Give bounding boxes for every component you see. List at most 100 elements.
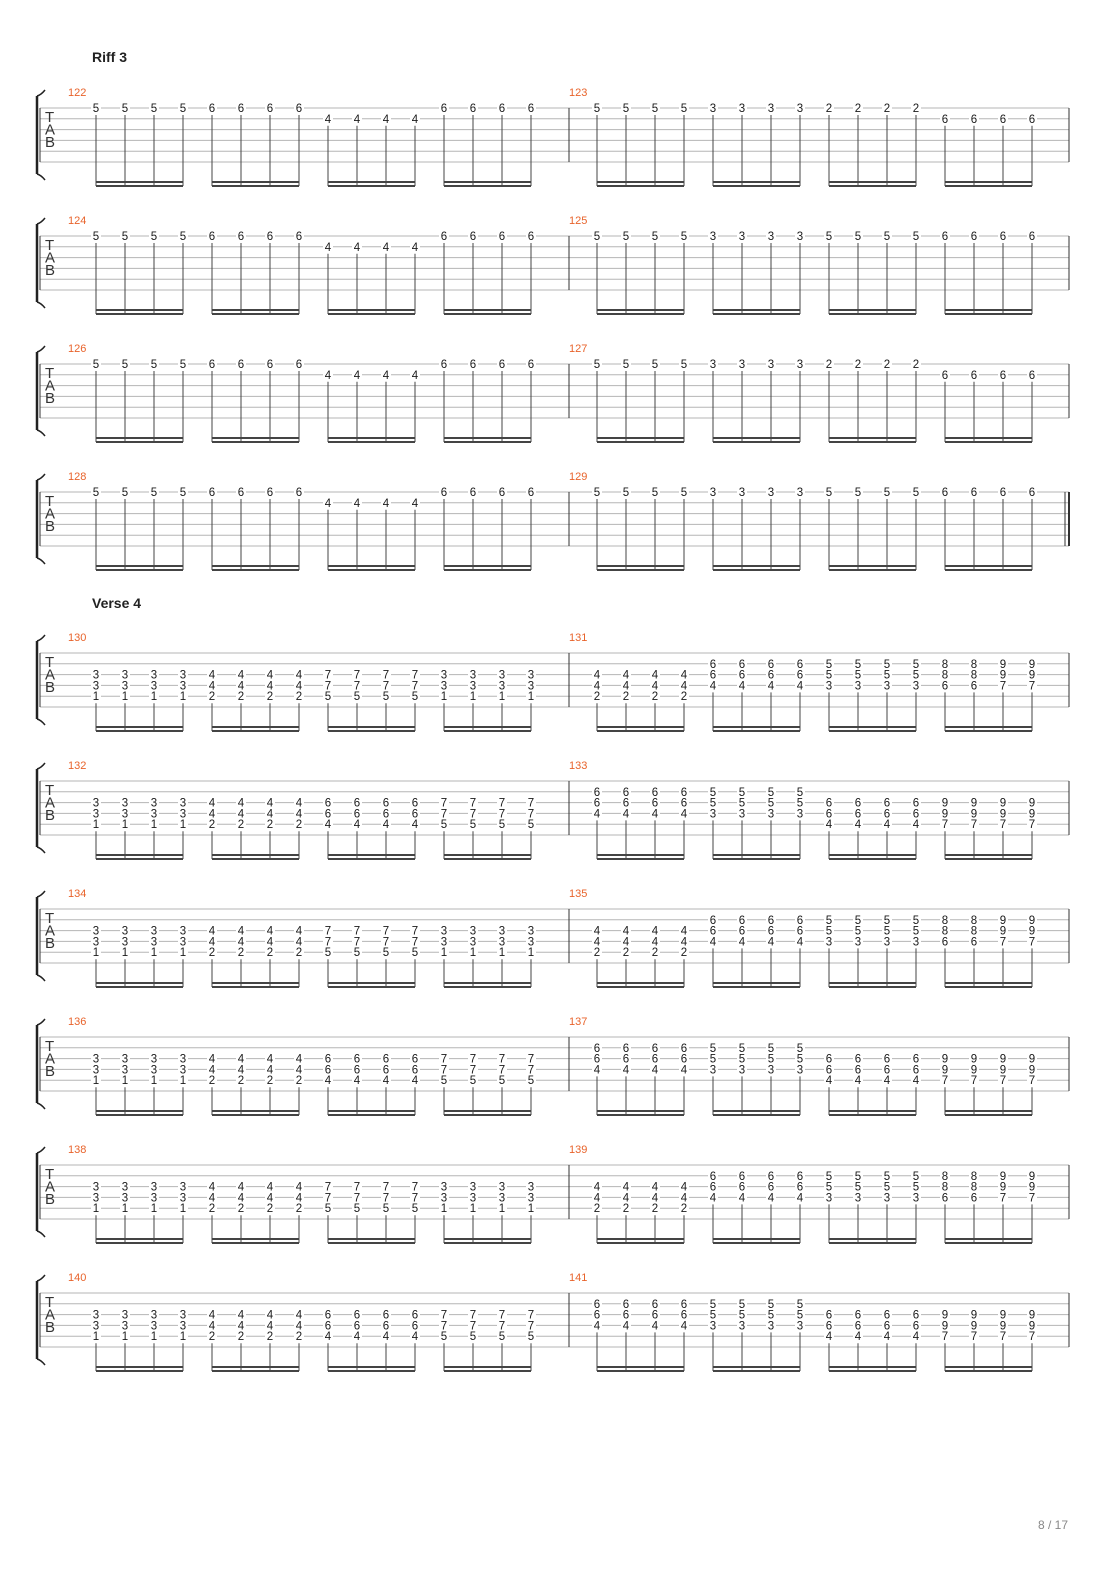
- fret-number: 3: [151, 798, 157, 810]
- fret-backing: [911, 913, 921, 925]
- fret-number: 5: [913, 659, 919, 671]
- fret-number: 6: [681, 798, 687, 810]
- fret-number: 4: [913, 1075, 920, 1087]
- fret-number: 6: [1000, 487, 1006, 499]
- fret-backing: [650, 1308, 660, 1320]
- fret-backing: [352, 1330, 362, 1342]
- fret-number: 6: [855, 798, 861, 810]
- fret-number: 1: [180, 1331, 186, 1343]
- fret-number: 4: [913, 1331, 920, 1343]
- fret-number: 3: [913, 936, 919, 948]
- fret-number: 5: [739, 1310, 745, 1322]
- fret-number: 7: [528, 1054, 534, 1066]
- fret-backing: [352, 1202, 362, 1214]
- fret-number: 3: [151, 1054, 157, 1066]
- fret-number: 4: [681, 670, 688, 682]
- fret-backing: [497, 1319, 507, 1331]
- fret-backing: [497, 796, 507, 808]
- fret-backing: [940, 1319, 950, 1331]
- fret-backing: [969, 924, 979, 936]
- fret-number: 2: [913, 359, 919, 371]
- fret-backing: [940, 1191, 950, 1203]
- fret-backing: [911, 1074, 921, 1086]
- fret-backing: [381, 1191, 391, 1203]
- fret-backing: [265, 1202, 275, 1214]
- fret-backing: [149, 1308, 159, 1320]
- fret-backing: [795, 807, 805, 819]
- fret-number: 3: [151, 1320, 157, 1332]
- fret-number: 7: [971, 1331, 977, 1343]
- fret-number: 1: [122, 947, 128, 959]
- fret-backing: [795, 679, 805, 691]
- fret-backing: [120, 1180, 130, 1192]
- fret-number: 4: [594, 808, 601, 820]
- fret-number: 6: [942, 231, 948, 243]
- fret-backing: [381, 112, 391, 124]
- fret-backing: [294, 358, 304, 369]
- fret-number: 5: [913, 1182, 919, 1194]
- fret-backing: [795, 924, 805, 936]
- fret-backing: [766, 1169, 776, 1181]
- fret-number: 6: [528, 359, 534, 371]
- fret-backing: [795, 1308, 805, 1320]
- fret-backing: [679, 1063, 689, 1075]
- fret-number: 9: [971, 1320, 977, 1332]
- fret-number: 1: [151, 1203, 157, 1215]
- fret-backing: [526, 1319, 536, 1331]
- fret-number: 7: [354, 936, 360, 948]
- fret-backing: [853, 796, 863, 808]
- fret-backing: [766, 1180, 776, 1192]
- fret-backing: [737, 1191, 747, 1203]
- fret-number: 4: [296, 1310, 303, 1322]
- fret-number: 3: [826, 936, 832, 948]
- measure-number: 133: [569, 760, 587, 772]
- fret-backing: [679, 486, 689, 497]
- fret-number: 3: [826, 1192, 832, 1204]
- fret-number: 6: [209, 231, 215, 243]
- fret-number: 3: [528, 1182, 534, 1194]
- fret-number: 6: [412, 1054, 418, 1066]
- fret-backing: [940, 668, 950, 680]
- fret-number: 5: [826, 487, 832, 499]
- fret-backing: [410, 1063, 420, 1075]
- fret-backing: [592, 785, 602, 797]
- fret-number: 5: [441, 819, 447, 831]
- fret-backing: [795, 358, 805, 369]
- fret-number: 3: [499, 926, 505, 938]
- fret-backing: [882, 102, 892, 113]
- fret-number: 4: [354, 114, 361, 126]
- fret-backing: [236, 230, 246, 241]
- fret-backing: [853, 668, 863, 680]
- fret-backing: [969, 1191, 979, 1203]
- fret-backing: [91, 668, 101, 680]
- fret-number: 5: [768, 798, 774, 810]
- fret-number: 6: [383, 1054, 389, 1066]
- fret-number: 7: [354, 1192, 360, 1204]
- fret-backing: [468, 486, 478, 497]
- fret-number: 2: [238, 947, 244, 959]
- bracket-top-hook: [36, 473, 46, 481]
- fret-number: 6: [594, 1310, 600, 1322]
- fret-number: 7: [1029, 819, 1035, 831]
- fret-number: 6: [942, 487, 948, 499]
- fret-number: 5: [855, 659, 861, 671]
- fret-backing: [236, 935, 246, 947]
- fret-backing: [621, 1180, 631, 1192]
- fret-backing: [120, 796, 130, 808]
- fret-backing: [497, 679, 507, 691]
- fret-backing: [998, 1308, 1008, 1320]
- fret-number: 7: [441, 1054, 447, 1066]
- fret-number: 7: [441, 798, 447, 810]
- fret-number: 6: [913, 1054, 919, 1066]
- fret-backing: [998, 807, 1008, 819]
- fret-backing: [882, 924, 892, 936]
- fret-number: 4: [681, 1064, 688, 1076]
- fret-backing: [940, 1330, 950, 1342]
- measure-number: 131: [569, 632, 587, 644]
- measure-number: 129: [569, 471, 587, 483]
- fret-number: 6: [884, 1064, 890, 1076]
- fret-backing: [294, 1180, 304, 1192]
- fret-number: 5: [739, 1043, 745, 1055]
- tab-system: TAB1383313313313314424424424427757757757…: [35, 1144, 1070, 1244]
